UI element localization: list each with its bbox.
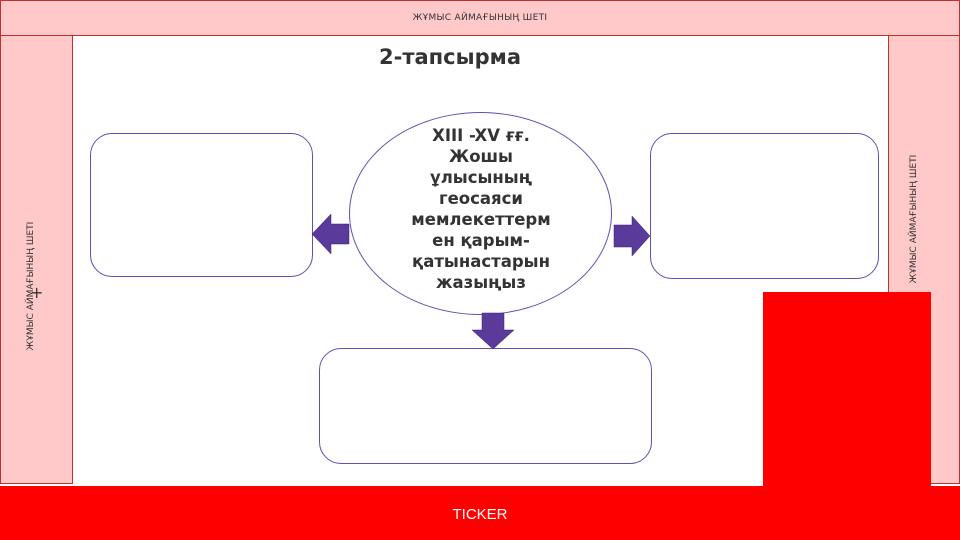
- central-oval-text: XIII -XV ғғ. Жошы ұлысының геосаяси мемл…: [411, 126, 551, 292]
- red-overlay-block: [763, 292, 931, 486]
- top-margin-band: ЖҰМЫС АЙМАҒЫНЫҢ ШЕТІ: [0, 0, 960, 36]
- top-margin-label: ЖҰМЫС АЙМАҒЫНЫҢ ШЕТІ: [412, 13, 548, 23]
- answer-box-right[interactable]: [650, 133, 879, 279]
- arrow-left-icon: [311, 213, 350, 255]
- plus-icon: +: [30, 283, 44, 302]
- arrow-right-icon: [613, 215, 651, 257]
- ticker-bar: TICKER: [0, 486, 960, 540]
- answer-box-bottom[interactable]: [319, 348, 652, 464]
- slide-title: 2-тапсырма: [379, 45, 521, 69]
- ticker-label: TICKER: [452, 506, 508, 523]
- answer-box-left[interactable]: [90, 133, 313, 277]
- central-oval: XIII -XV ғғ. Жошы ұлысының геосаяси мемл…: [349, 112, 612, 315]
- arrow-down-icon: [471, 312, 515, 350]
- left-margin-band: + ЖҰМЫС АЙМАҒЫНЫҢ ШЕТІ: [0, 35, 73, 484]
